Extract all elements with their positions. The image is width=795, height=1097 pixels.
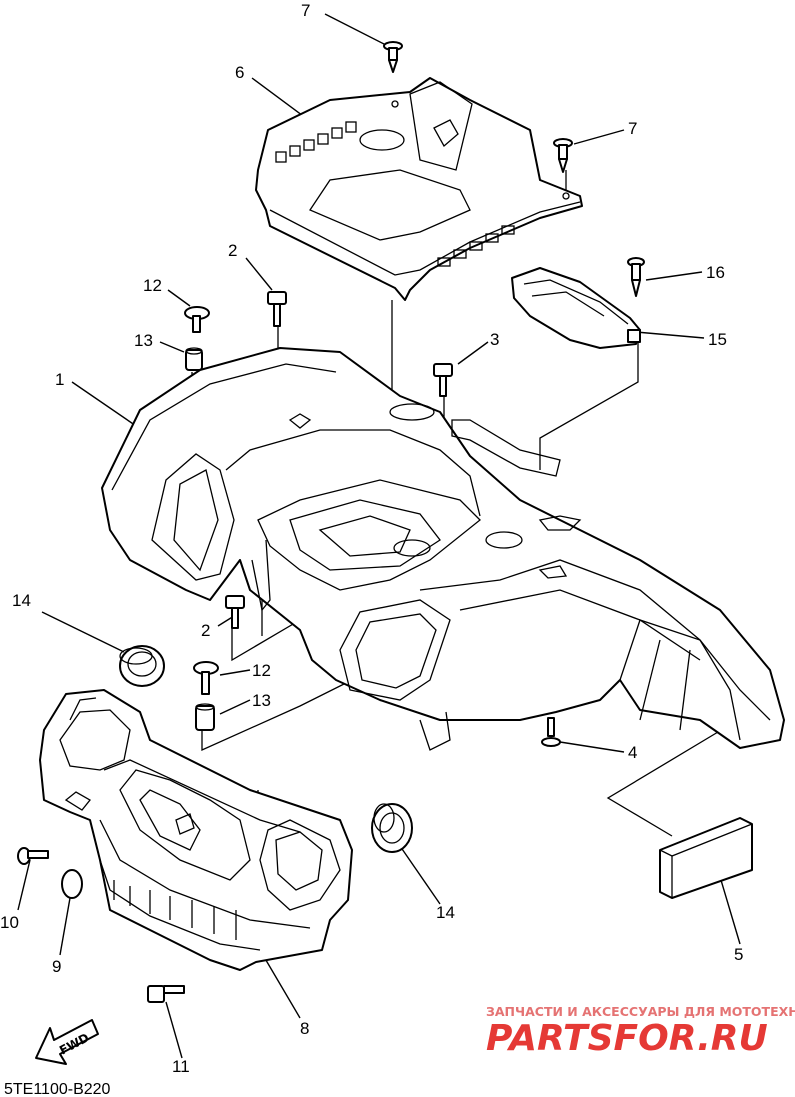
callout-2-upper: 2 (228, 241, 237, 260)
part-15-bracket (511, 267, 641, 349)
callout-12-upper: 12 (143, 276, 162, 295)
callout-16: 16 (706, 263, 725, 282)
callout-5: 5 (734, 945, 743, 964)
part-10-screw (17, 847, 49, 865)
part-12-screw-upper (184, 306, 210, 333)
part-8-lower-panel (39, 689, 353, 971)
callout-14-lower: 14 (436, 903, 455, 922)
callout-13-lower: 13 (252, 691, 271, 710)
part-2-bolt-lower (225, 595, 245, 629)
callout-1: 1 (55, 370, 64, 389)
callout-8: 8 (300, 1019, 309, 1038)
part-7-screw-right (553, 138, 573, 173)
fwd-arrow-icon: FWD (35, 1019, 99, 1065)
part-16-screw (627, 257, 645, 297)
part-7-screw-top (383, 41, 403, 73)
part-1-rear-fender (101, 347, 785, 751)
part-14-grommet-lower (371, 803, 413, 853)
callout-13-upper: 13 (134, 331, 153, 350)
part-14-grommet-upper (119, 645, 165, 687)
watermark-tagline: ЗАПЧАСТИ И АКСЕССУАРЫ ДЛЯ МОТОТЕХНИКИ (486, 1004, 795, 1019)
callout-4: 4 (628, 743, 637, 762)
part-4-screw (541, 717, 561, 747)
part-13-collar-lower (195, 703, 215, 731)
callout-9: 9 (52, 957, 61, 976)
part-5-pad (659, 817, 753, 899)
part-2-bolt-upper (267, 291, 287, 327)
part-9-cap (61, 869, 83, 899)
part-11-bolt (147, 985, 185, 1003)
callout-3: 3 (490, 330, 499, 349)
callout-11: 11 (172, 1057, 190, 1076)
callout-10: 10 (0, 913, 19, 932)
part-6-vents (275, 121, 515, 267)
callout-6: 6 (235, 63, 244, 82)
part-3-bolt (433, 363, 453, 397)
part-12-screw-lower (193, 661, 219, 695)
callout-7-top: 7 (301, 1, 310, 20)
callout-15: 15 (708, 330, 727, 349)
callout-7-right: 7 (628, 119, 637, 138)
part-13-collar-upper (185, 347, 203, 371)
callout-labels: 7 6 7 16 2 12 13 3 15 1 14 2 12 13 4 10 … (0, 1, 743, 1076)
callout-14-upper: 14 (12, 591, 31, 610)
watermark: ЗАПЧАСТИ И АКСЕССУАРЫ ДЛЯ МОТОТЕХНИКИ PA… (486, 1004, 795, 1059)
part-6-top-panel (255, 77, 583, 301)
callout-2-lower: 2 (201, 621, 210, 640)
callout-12-lower: 12 (252, 661, 271, 680)
watermark-logo: PARTSFOR.RU (486, 1018, 768, 1059)
document-code: 5TE1100-B220 (4, 1081, 111, 1097)
